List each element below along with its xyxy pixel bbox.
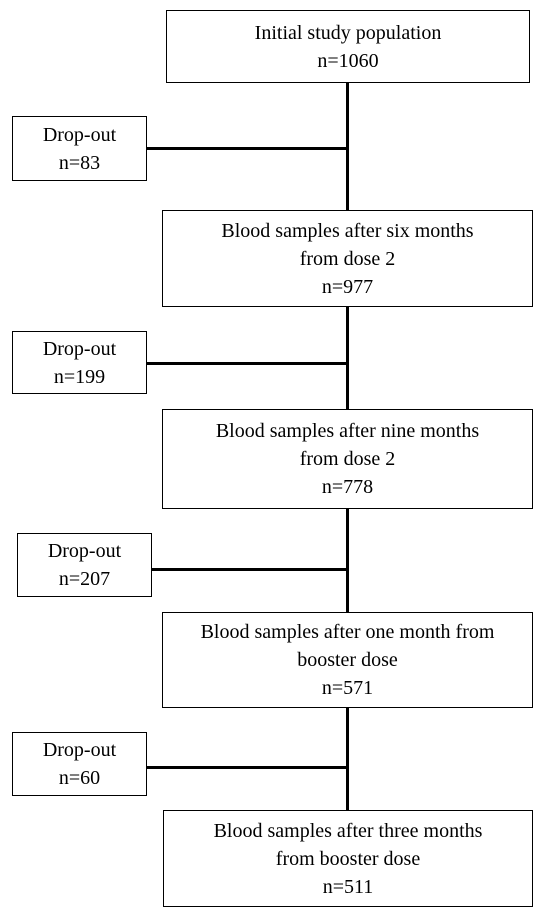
stage-title: Blood samples after three months xyxy=(213,819,483,842)
stage-subtitle: from dose 2 xyxy=(299,247,396,270)
dropout-box: Drop-out n=83 xyxy=(12,116,147,181)
dropout-label: Drop-out xyxy=(42,739,117,761)
connector-dropout xyxy=(147,362,349,365)
connector-dropout xyxy=(147,766,349,769)
dropout-label: Drop-out xyxy=(42,123,117,146)
dropout-count: n=83 xyxy=(58,151,101,174)
stage-count: n=1060 xyxy=(317,49,379,72)
stage-count: n=511 xyxy=(322,875,374,898)
stage-count: n=977 xyxy=(321,275,374,298)
dropout-count: n=60 xyxy=(58,767,101,789)
connector-dropout xyxy=(152,568,349,571)
stage-box-three-months-booster: Blood samples after three months from bo… xyxy=(163,810,533,907)
stage-subtitle: from dose 2 xyxy=(299,448,396,470)
stage-count: n=571 xyxy=(321,677,374,699)
dropout-box: Drop-out n=207 xyxy=(17,533,152,597)
stage-subtitle: booster dose xyxy=(297,649,398,671)
dropout-box: Drop-out n=199 xyxy=(12,331,147,394)
connector-spine xyxy=(346,509,349,612)
stage-title: Blood samples after nine months xyxy=(215,420,480,442)
connector-dropout xyxy=(147,147,349,150)
dropout-label: Drop-out xyxy=(47,540,122,562)
stage-box-six-months: Blood samples after six months from dose… xyxy=(162,210,533,307)
stage-title: Blood samples after one month from xyxy=(200,621,495,643)
connector-spine xyxy=(346,83,349,210)
stage-title: Initial study population xyxy=(254,21,442,44)
stage-box-nine-months: Blood samples after nine months from dos… xyxy=(162,409,533,509)
dropout-label: Drop-out xyxy=(42,337,117,360)
stage-count: n=778 xyxy=(321,476,374,498)
stage-box-one-month-booster: Blood samples after one month from boost… xyxy=(162,612,533,708)
dropout-count: n=199 xyxy=(53,365,106,388)
stage-title: Blood samples after six months xyxy=(221,219,474,242)
connector-spine xyxy=(346,708,349,810)
dropout-count: n=207 xyxy=(58,568,111,590)
stage-subtitle: from booster dose xyxy=(275,847,421,870)
stage-box-initial-population: Initial study population n=1060 xyxy=(166,10,530,83)
connector-spine xyxy=(346,307,349,409)
dropout-box: Drop-out n=60 xyxy=(12,732,147,796)
